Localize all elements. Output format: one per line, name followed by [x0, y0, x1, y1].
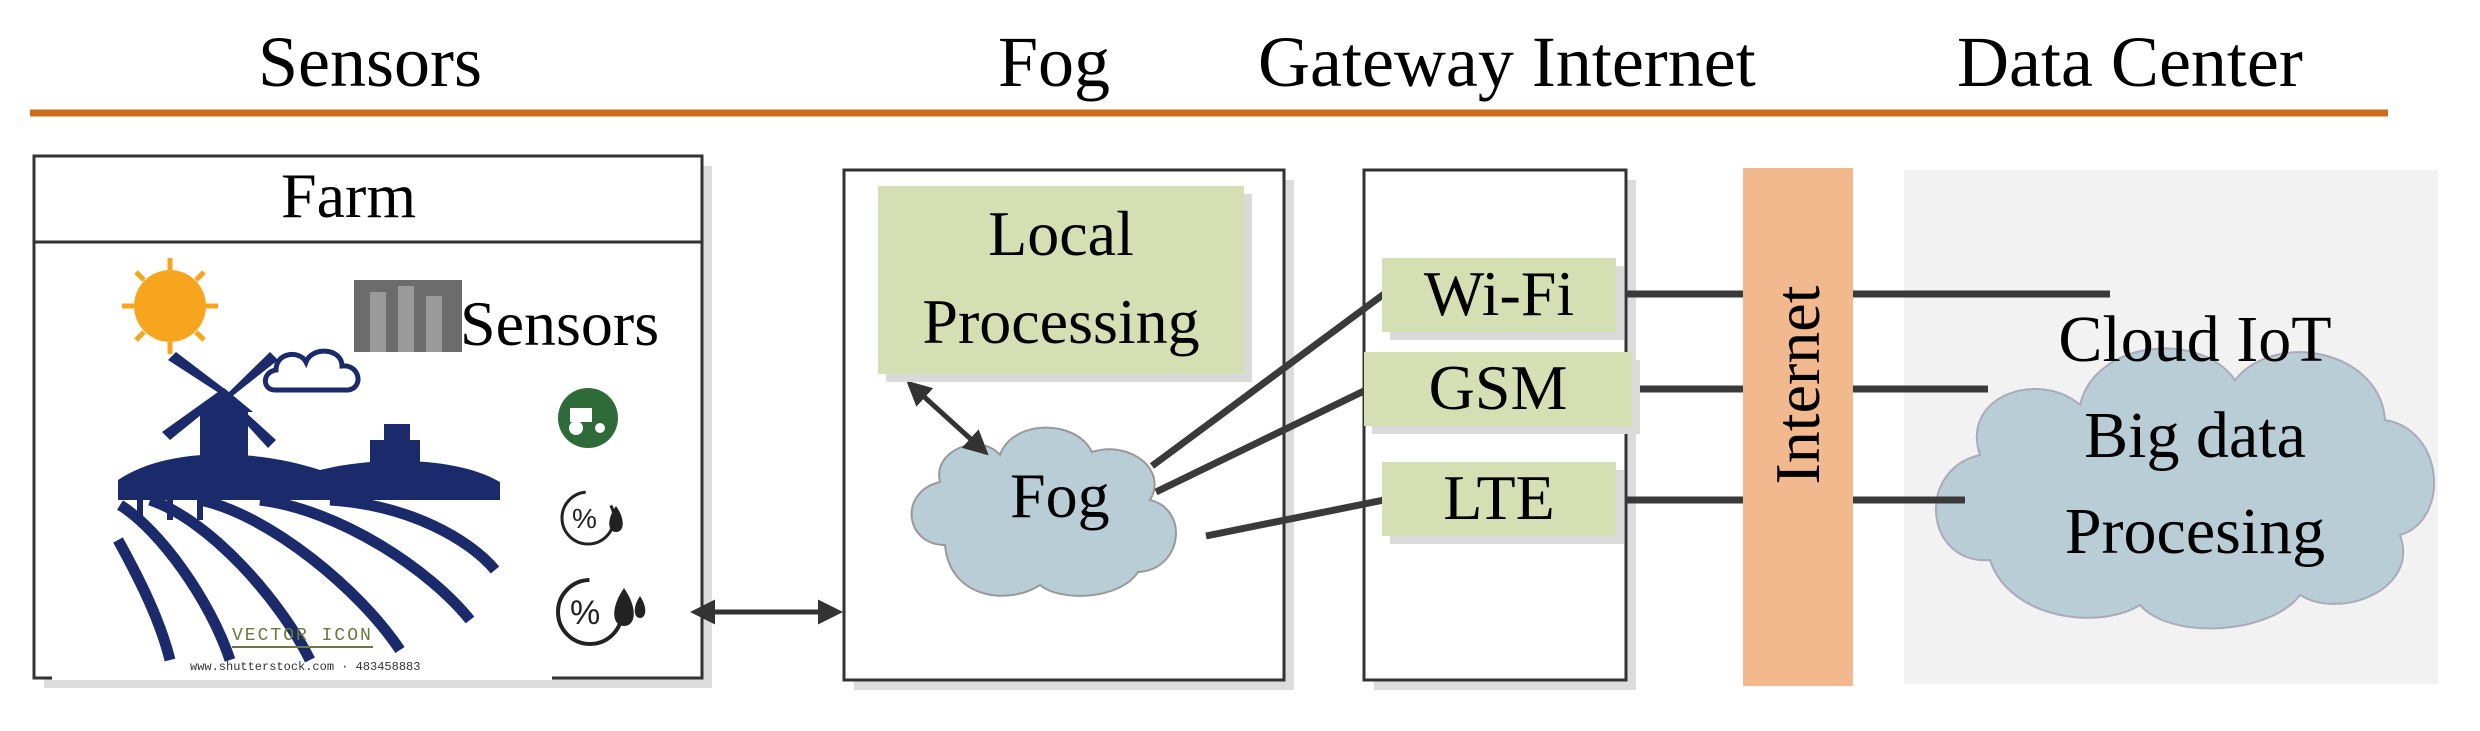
- cloud-line2: Big data: [2084, 399, 2306, 472]
- cloud-text: Cloud IoT Big data Procesing: [2030, 292, 2360, 580]
- tractor-sensor-icon: [558, 388, 618, 448]
- gsm-tag: GSM: [1364, 352, 1632, 426]
- arrow-local-fog: [906, 380, 989, 456]
- local-processing-box: Local Processing: [878, 186, 1244, 374]
- fog-label: Fog: [1010, 460, 1110, 531]
- humidity-icon-2: %: [546, 546, 662, 666]
- wifi-tag: Wi-Fi: [1382, 258, 1616, 332]
- farm-sensors-label: Sensors: [460, 288, 660, 359]
- local-processing-line2: Processing: [922, 286, 1200, 357]
- internet-bar: [1743, 168, 1853, 686]
- link-fog-lte: [1205, 496, 1385, 540]
- link-fog-wifi: [1149, 291, 1387, 469]
- link-fog-gsm: [1154, 385, 1370, 496]
- fog-cloud: [910, 426, 1177, 597]
- cloud-line1: Cloud IoT: [2058, 303, 2332, 376]
- svg-text:%: %: [570, 594, 600, 632]
- cloud-line3: Procesing: [2064, 495, 2326, 568]
- data-center-cloud: [1935, 347, 2436, 630]
- farm-illustration: [52, 258, 552, 680]
- lte-tag: LTE: [1382, 462, 1616, 536]
- local-processing-line1: Local: [988, 198, 1134, 269]
- farm-title: Farm: [281, 160, 417, 231]
- svg-text:%: %: [572, 503, 597, 534]
- factory-icon: [354, 280, 462, 352]
- humidity-icon: %: [552, 466, 642, 556]
- header-data-center: Data Center: [1957, 22, 2303, 102]
- internet-label: Internet: [1762, 285, 1833, 485]
- header-gateway-internet: Gateway Internet: [1258, 22, 1756, 102]
- image-credit: www.shutterstock.com · 483458883: [190, 660, 421, 674]
- header-fog: Fog: [998, 22, 1111, 102]
- sun-icon: [122, 258, 218, 354]
- vector-icon-caption: VECTOR ICON: [232, 626, 373, 648]
- header-sensors: Sensors: [258, 22, 483, 102]
